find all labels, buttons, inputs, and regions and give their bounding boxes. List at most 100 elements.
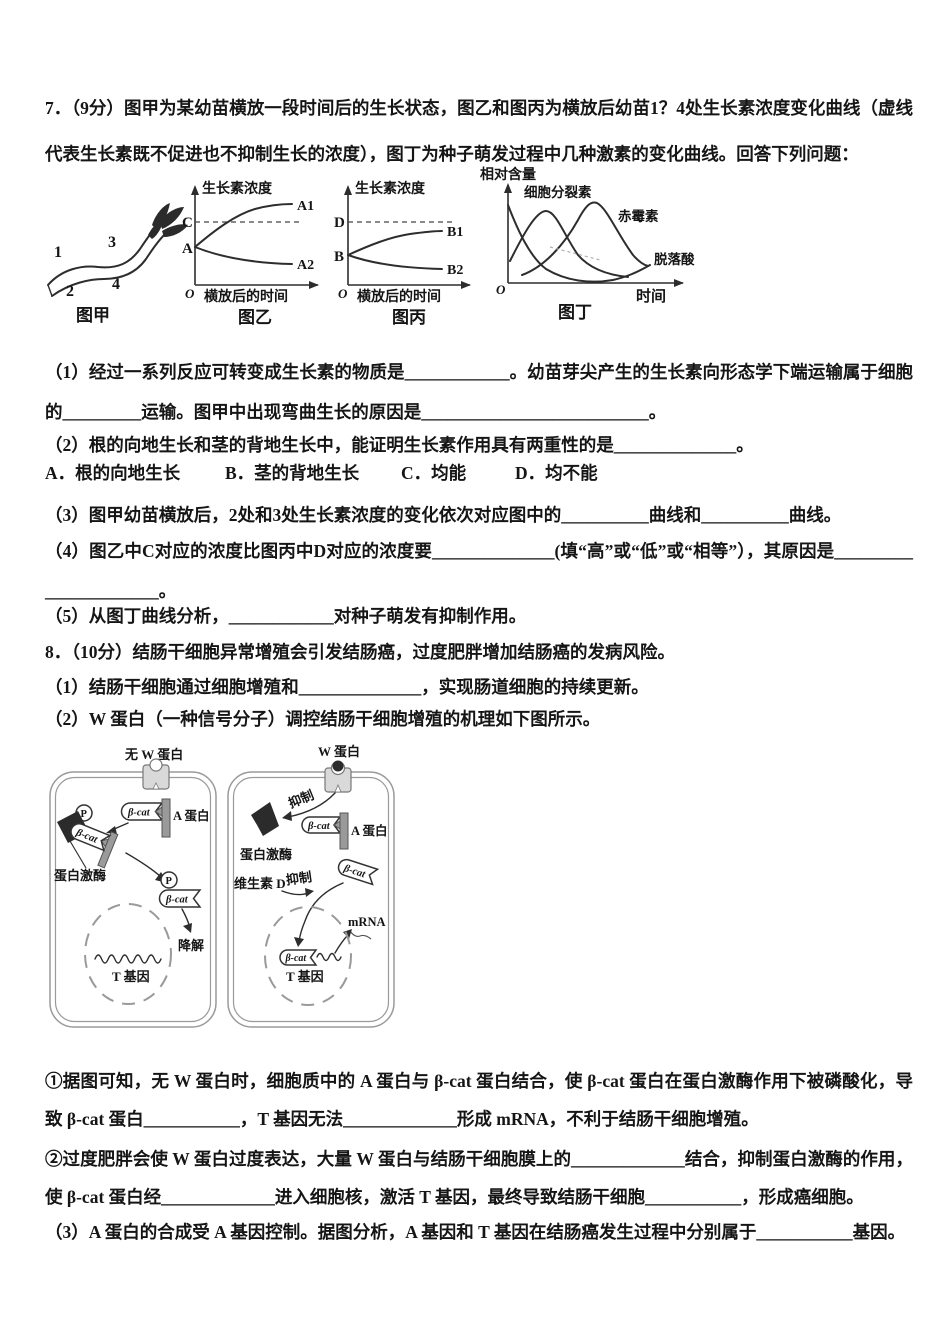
- phosphate-circle: [160, 871, 178, 889]
- origin-label: O: [185, 286, 195, 301]
- label-A1: A1: [297, 199, 314, 214]
- label-C: C: [182, 215, 193, 231]
- inhibit-label-2: 抑制: [285, 869, 313, 887]
- figure-jia: 1 2 3 4 图甲: [47, 203, 188, 325]
- faint-dashed-mark: [549, 246, 601, 261]
- q7-intro-text: 7．（9分）图甲为某幼苗横放一段时间后的生长状态，图乙和图丙为横放后幼苗1？4处…: [45, 98, 913, 164]
- vitamin-d-label: 维生素 D: [234, 876, 286, 891]
- y-axis-arrow: [344, 185, 352, 195]
- mrna-label: mRNA: [348, 915, 386, 929]
- arrowhead: [282, 811, 292, 821]
- beta-cat-label: β-cat: [165, 895, 189, 906]
- q7-item-2: （2）根的向地生长和茎的背地生长中，能证明生长素作用具有两重性的是_______…: [45, 435, 754, 455]
- kinase-pointer-line: [69, 840, 87, 869]
- q8-intro-text: 8．（10分）结肠干细胞异常增殖会引发结肠癌，过度肥胖增加结肠癌的发病风险。: [45, 642, 675, 662]
- figure-bing: 生长素浓度 D B B1 B2 O 横放后的时间 图丙: [334, 180, 471, 327]
- receptor-with-w-icon: [324, 760, 352, 793]
- right-cell: W 蛋白 抑制 蛋白激酶 β-cat A 蛋白: [227, 744, 395, 1028]
- a-protein-label: A 蛋白: [351, 823, 387, 838]
- q8-item-3: （3）A 蛋白的合成受 A 基因控制。据图分析，A 基因和 T 基因在结肠癌发生…: [45, 1222, 906, 1242]
- w-protein-label: W 蛋白: [318, 744, 360, 759]
- mrna-squiggle: [349, 930, 372, 940]
- q7-item-1: （1）经过一系列反应可转变成生长素的物质是____________。幼苗芽尖产生…: [45, 362, 913, 422]
- x-axis-arrow: [309, 281, 319, 289]
- arrowhead: [294, 937, 304, 947]
- a-protein-wedge: [333, 820, 341, 830]
- arrowhead: [106, 826, 117, 834]
- origin-label: O: [338, 286, 348, 301]
- beta-cat-label: β-cat: [307, 821, 331, 832]
- y-axis-arrow: [191, 185, 199, 195]
- option-d: D．均不能: [515, 463, 598, 483]
- label-cytokinin: 细胞分裂素: [524, 184, 592, 200]
- curve-A2: [194, 246, 293, 265]
- label-B: B: [334, 249, 344, 265]
- y-axis-label: 相对含量: [480, 166, 536, 183]
- figure-bing-caption: 图丙: [392, 308, 426, 327]
- t-gene-dna-squiggle: [316, 952, 342, 962]
- q7-option-row: A．根的向地生长 B．茎的背地生长 C．均能 D．均不能: [45, 460, 913, 492]
- figure-yi-caption: 图乙: [238, 308, 272, 327]
- beta-cat-label: β-cat: [285, 953, 308, 964]
- label-aba: 脱落酸: [654, 251, 695, 267]
- arrow-to-phospho-beta-cat: [125, 852, 162, 878]
- left-cell: 无 W 蛋白 β-cat A 蛋白 P: [49, 747, 217, 1028]
- label-B2: B2: [447, 263, 463, 278]
- option-b: B．茎的背地生长: [225, 463, 360, 483]
- label-point-4: 4: [112, 276, 120, 293]
- receptor-icon: [142, 758, 170, 790]
- curve-aba: [507, 204, 651, 283]
- beta-cat-tag: [158, 889, 202, 908]
- no-w-protein-label: 无 W 蛋白: [124, 747, 183, 762]
- cell-membrane-outer: [227, 771, 395, 1028]
- t-gene-dna-squiggle: [94, 954, 162, 964]
- beta-cat-tag: [301, 816, 342, 834]
- free-beta-cat: β-cat: [337, 858, 380, 886]
- arrow-inhibit-kinase: [287, 792, 336, 818]
- seedling-drawing: [47, 203, 188, 297]
- arrow-beta-cat-to-nucleus: [298, 882, 344, 943]
- label-A: A: [182, 241, 193, 257]
- beta-cat-tag-nucleus: [279, 949, 318, 966]
- degradation-label: 降解: [178, 938, 204, 953]
- seedling-leaves: [148, 203, 188, 239]
- y-axis-label: 生长素浓度: [202, 180, 273, 197]
- label-gibberellin: 赤霉素: [618, 208, 659, 224]
- arrow-vitamin-d: [281, 890, 309, 896]
- curve-cytokinin: [509, 209, 629, 278]
- inhibit-label: 抑制: [286, 787, 316, 811]
- arrowhead: [183, 923, 192, 933]
- x-axis-arrow: [461, 281, 471, 289]
- q7-item-5: （5）从图丁曲线分析，____________对种子萌发有抑制作用。: [45, 606, 527, 626]
- protein-kinase-label: 蛋白激酶: [54, 868, 106, 883]
- curve-gibberellin: [521, 201, 649, 276]
- label-B1: B1: [447, 225, 463, 240]
- arrow-to-mrna: [334, 934, 349, 954]
- beta-cat-tag: [120, 802, 164, 821]
- y-axis-arrow: [504, 183, 512, 193]
- curve-B1: [347, 230, 443, 256]
- arrowhead: [305, 888, 314, 897]
- x-axis-label: 横放后的时间: [204, 288, 288, 305]
- cell-diagram: 无 W 蛋白 β-cat A 蛋白 P: [49, 744, 395, 1028]
- label-point-3: 3: [108, 234, 116, 251]
- q8-sub-2: ②过度肥胖会使 W 蛋白过度表达，大量 W 蛋白与结肠干细胞膜上的_______…: [45, 1149, 913, 1207]
- cell-membrane-inner: [232, 776, 390, 1023]
- figure-yi: 生长素浓度 C A A1 A2 O 横放后的时间 图乙: [182, 180, 319, 327]
- nucleus-dashed: [264, 906, 352, 1006]
- q8-item-2: （2）W 蛋白（一种信号分子）调控结肠干细胞增殖的机理如下图所示。: [45, 709, 601, 729]
- cell-membrane-inner: [54, 776, 212, 1023]
- protein-kinase-block: [251, 802, 279, 836]
- q8-item-1: （1）结肠干细胞通过细胞增殖和______________，实现肠道细胞的持续更…: [45, 677, 649, 697]
- figure-ding-caption: 图丁: [558, 303, 592, 322]
- label-point-2: 2: [66, 283, 74, 300]
- phosphate-label: P: [81, 809, 88, 820]
- q8-sub-1: ①据图可知，无 W 蛋白时，细胞质中的 A 蛋白与 β-cat 蛋白结合，使 β…: [45, 1071, 913, 1129]
- a-protein-wedge: [154, 806, 163, 817]
- curve-B2: [347, 254, 443, 270]
- label-A2: A2: [297, 258, 314, 273]
- a-protein-bar: [339, 812, 349, 850]
- a-protein-bar: [161, 798, 171, 838]
- beta-cat-label: β-cat: [127, 808, 151, 819]
